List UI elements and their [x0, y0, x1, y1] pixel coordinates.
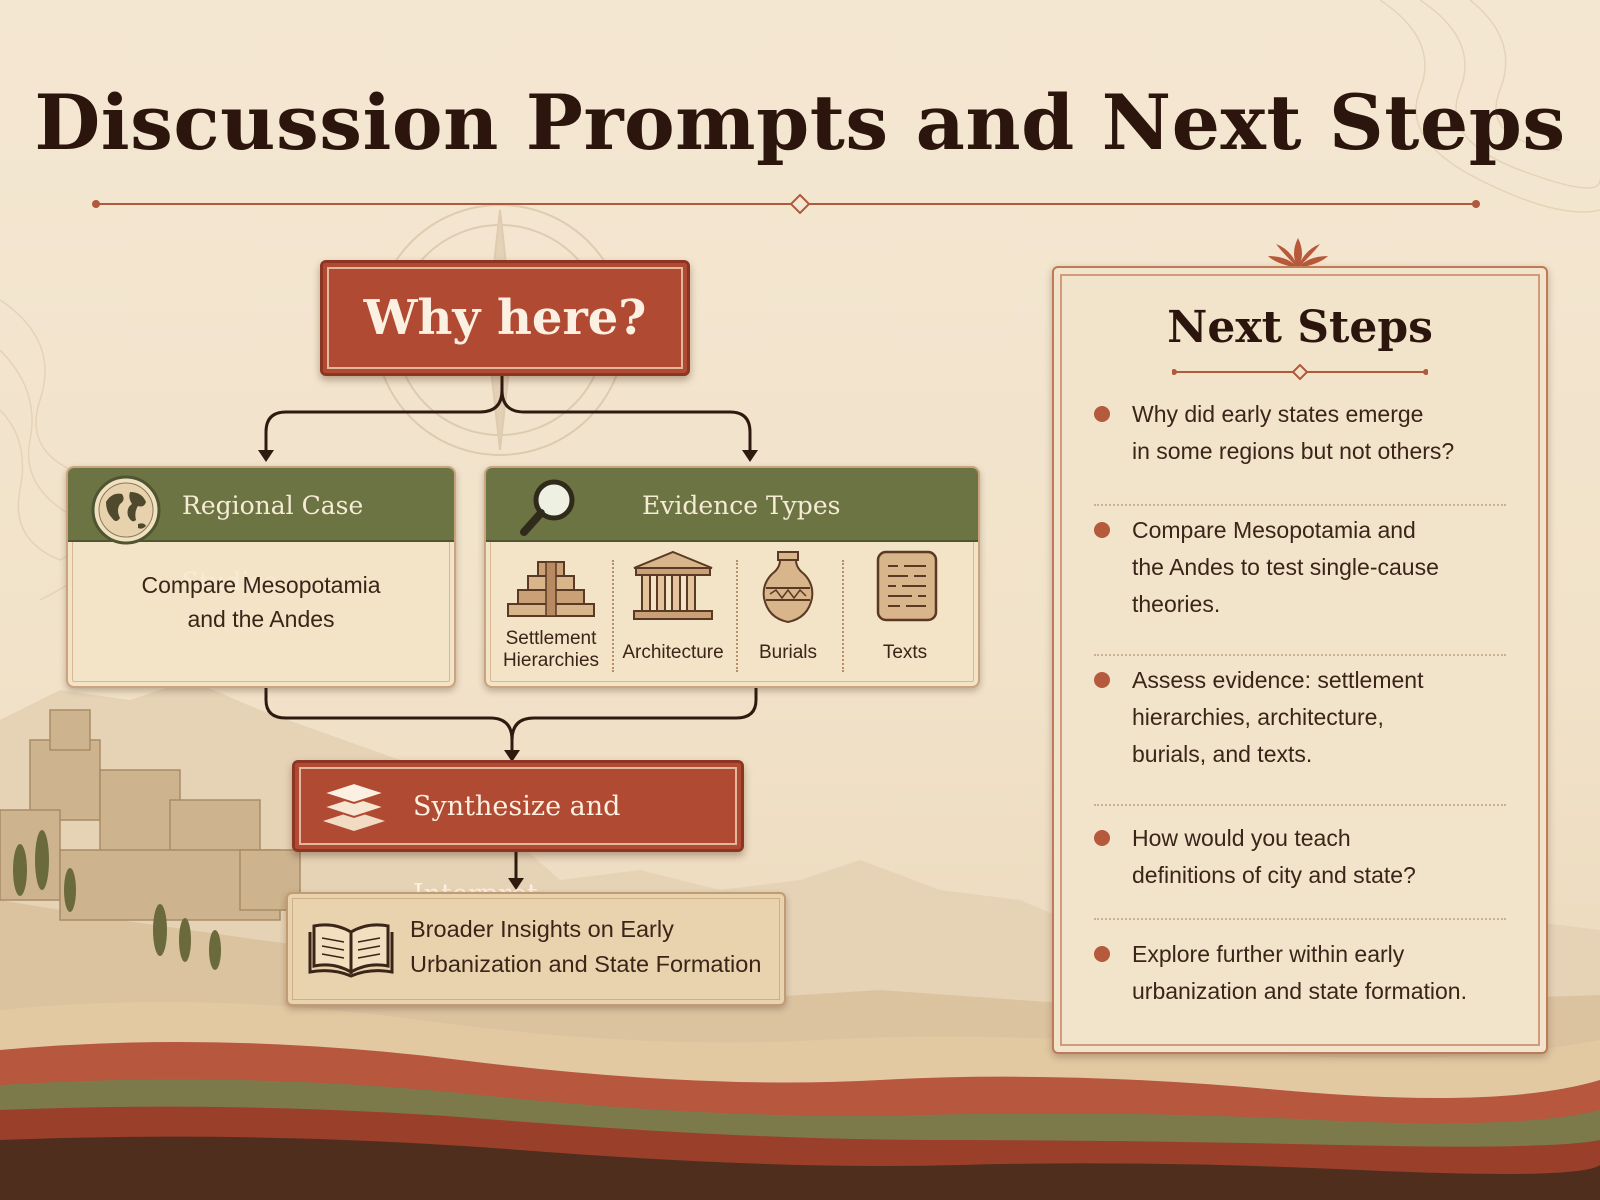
next-step-text: Why did early states emerge in some regi…: [1132, 401, 1455, 464]
next-steps-title: Next Steps: [1167, 302, 1433, 353]
clay-tablet-icon: [876, 550, 938, 622]
regional-case-studies-card: Regional Case Studies Compare Mesopotami…: [66, 466, 456, 688]
evidence-item-architecture: Architecture: [614, 548, 732, 678]
regional-card-body: Compare Mesopotamia and the Andes: [141, 572, 381, 632]
title-divider: [92, 193, 1480, 215]
pottery-vase-icon: [762, 551, 814, 624]
cypress-trees: [13, 830, 221, 970]
bullet-icon: [1094, 672, 1110, 688]
item-separator: [1094, 804, 1506, 806]
open-book-icon: [308, 923, 394, 978]
ancient-city-illustration: [0, 709, 301, 921]
broader-insights-label: Broader Insights on Early Urbanization a…: [410, 916, 762, 977]
evidence-card-header: Evidence Types: [486, 468, 978, 542]
next-step-text: Compare Mesopotamia and the Andes to tes…: [1132, 517, 1439, 617]
evidence-divider: [842, 560, 844, 672]
page-title: Discussion Prompts and Next Steps: [34, 78, 1566, 167]
next-step-text: Assess evidence: settlement hierarchies,…: [1132, 667, 1424, 767]
next-step-text: How would you teach definitions of city …: [1132, 825, 1416, 888]
why-here-box: Why here?: [320, 260, 690, 376]
regional-card-header: Regional Case Studies: [68, 468, 454, 596]
regional-card-title: Regional Case Studies: [182, 491, 364, 596]
evidence-divider: [612, 560, 614, 672]
next-steps-divider: [1172, 364, 1428, 380]
bullet-icon: [1094, 946, 1110, 962]
item-separator: [1094, 504, 1506, 506]
flow-connectors: [264, 372, 758, 880]
panel-ornament: [1268, 238, 1328, 268]
evidence-item-texts: Texts: [844, 548, 966, 678]
next-step-text: Explore further within early urbanizatio…: [1132, 941, 1467, 1004]
evidence-divider: [736, 560, 738, 672]
evidence-label-settlement: Settlement Hierarchies: [502, 628, 600, 671]
broader-insights-box: Broader Insights on Early Urbanization a…: [286, 892, 786, 1006]
bullet-icon: [1094, 830, 1110, 846]
flow-arrowheads: [258, 450, 758, 890]
item-separator: [1094, 918, 1506, 920]
globe-icon: [91, 475, 161, 545]
temple-columns-icon: [633, 550, 713, 620]
evidence-item-burials: Burials: [738, 548, 838, 678]
evidence-card-title: Evidence Types: [642, 491, 841, 520]
evidence-types-card: Evidence Types Settlement Hierarchies Ar…: [484, 466, 980, 688]
synthesize-box: Synthesize and Interpret: [292, 760, 744, 910]
evidence-item-settlement: Settlement Hierarchies: [492, 548, 610, 678]
evidence-label-burials: Burials: [758, 642, 818, 663]
evidence-label-architecture: Architecture: [622, 642, 724, 663]
magnifying-glass-icon: [520, 479, 575, 536]
strata-layer-dark: [0, 1136, 1600, 1200]
synthesize-label: Synthesize and Interpret: [413, 791, 621, 910]
layers-icon: [319, 781, 389, 831]
bullet-icon: [1094, 406, 1110, 422]
item-separator: [1094, 654, 1506, 656]
evidence-label-texts: Texts: [882, 642, 928, 663]
next-steps-panel: Next Steps Why did early states emerge i…: [1052, 266, 1548, 1054]
why-here-label: Why here?: [363, 290, 647, 346]
bullet-icon: [1094, 522, 1110, 538]
stepped-pyramid-icon: [507, 561, 595, 617]
